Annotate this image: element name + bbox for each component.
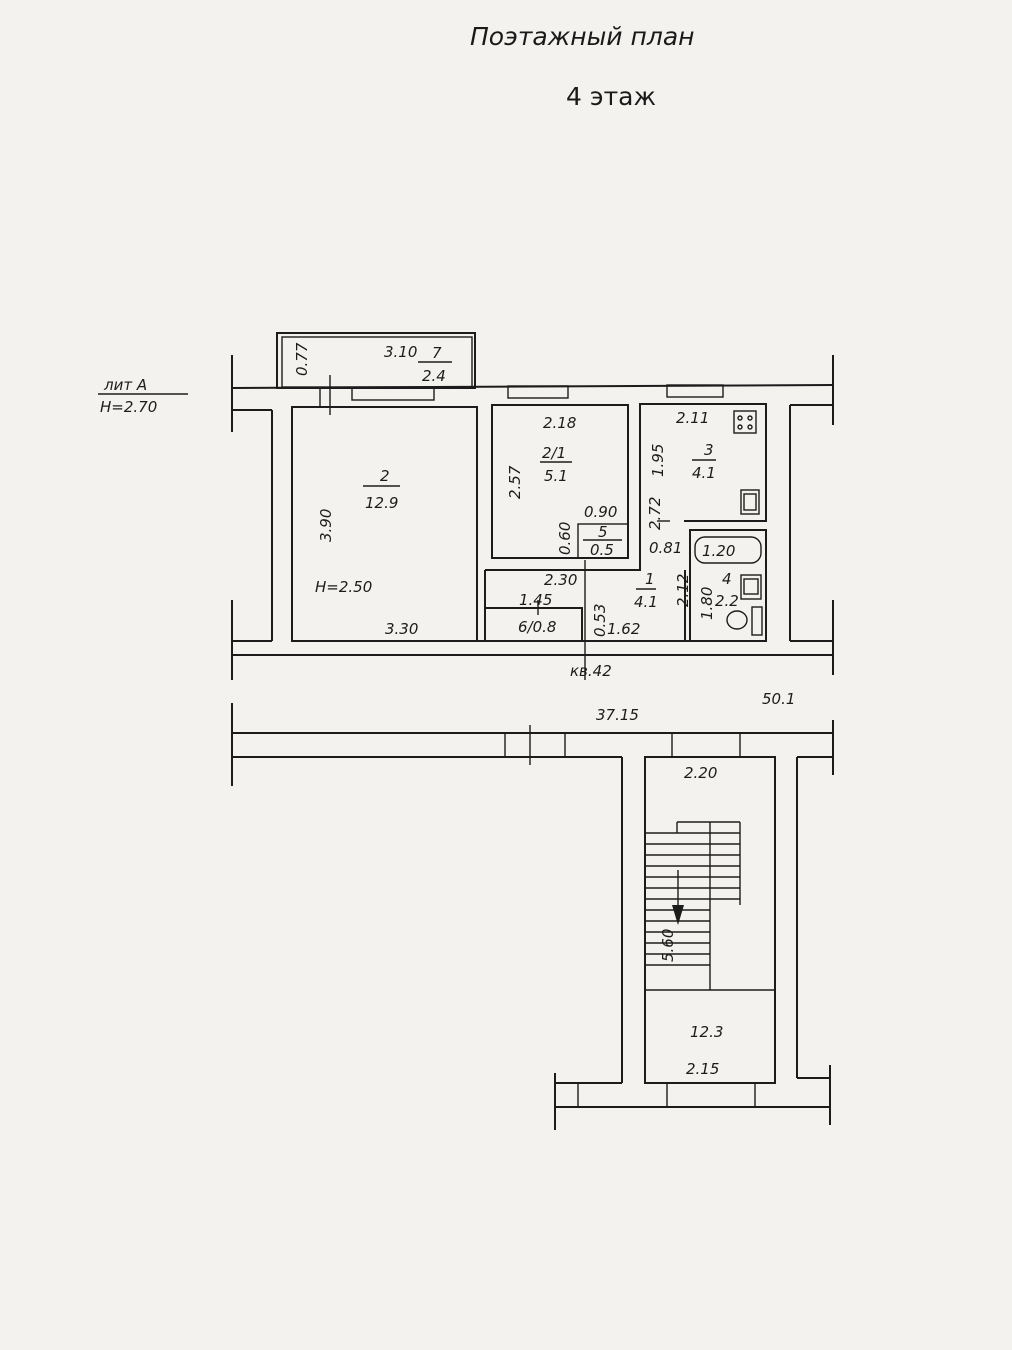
room-3-number: 3 bbox=[704, 441, 714, 459]
corridor-number: 1 bbox=[645, 570, 655, 588]
kitchen-sink-icon bbox=[740, 489, 760, 515]
corridor-area: 4.1 bbox=[634, 593, 658, 611]
stairwell-dim: 2.20 bbox=[684, 764, 717, 782]
plan-title: Поэтажный план bbox=[470, 22, 695, 51]
room-5-dim: 0.90 bbox=[584, 503, 617, 521]
balcony-dim: 3.10 bbox=[384, 343, 417, 361]
sink-icon bbox=[740, 574, 762, 600]
room-2-1-number: 2/1 bbox=[542, 444, 566, 462]
stove-icon bbox=[733, 410, 757, 434]
stairwell-dim: 2.15 bbox=[686, 1060, 719, 1078]
room-2-dim: 3.90 bbox=[317, 509, 335, 542]
room-4-dim: 1.80 bbox=[698, 587, 716, 620]
room-5-area: 0.5 bbox=[590, 541, 614, 559]
stairwell-area: 12.3 bbox=[690, 1023, 723, 1041]
room-6-label: 6/0.8 bbox=[518, 618, 556, 636]
room-3-dim: 2.11 bbox=[676, 409, 709, 427]
apartment-number: кв.42 bbox=[570, 662, 612, 680]
staircase bbox=[645, 821, 775, 991]
stairwell-walls bbox=[231, 703, 834, 1130]
room-4-outline bbox=[689, 529, 767, 642]
balcony-number: 7 bbox=[432, 344, 442, 362]
room-5-dim: 0.60 bbox=[556, 522, 574, 555]
corridor-dim: 2.30 bbox=[544, 571, 577, 589]
building-height: H=2.70 bbox=[100, 398, 157, 416]
bathtub-dim: 1.20 bbox=[702, 542, 735, 560]
room-2-height: H=2.50 bbox=[315, 578, 372, 596]
room-2-1-dim: 2.57 bbox=[506, 465, 524, 499]
corridor-dim: 0.81 bbox=[649, 539, 682, 557]
building-length: 37.15 bbox=[596, 706, 639, 724]
room-4-number: 4 bbox=[722, 570, 732, 588]
room-2-dim: 3.30 bbox=[385, 620, 418, 638]
apartment-walls bbox=[231, 332, 834, 680]
room-2-1-dim: 2.18 bbox=[543, 414, 576, 432]
room-2-area: 12.9 bbox=[365, 494, 398, 512]
room-2-outline bbox=[291, 406, 478, 642]
toilet-icon bbox=[726, 606, 763, 636]
room-3-area: 4.1 bbox=[692, 464, 716, 482]
room-5-number: 5 bbox=[598, 523, 608, 541]
stairwell-dim: 5.60 bbox=[659, 929, 677, 962]
room-3-dim: 1.95 bbox=[649, 444, 667, 477]
bathtub-icon bbox=[694, 536, 762, 564]
corridor-dim: 2.12 bbox=[674, 574, 692, 607]
corridor-dim: 1.62 bbox=[607, 620, 640, 638]
room-4-area: 2.2 bbox=[715, 592, 739, 610]
floor-label: 4 этаж bbox=[566, 82, 656, 111]
room-6-dim: 1.45 bbox=[519, 591, 552, 609]
room-2-number: 2 bbox=[380, 467, 390, 485]
room-2-1-outline bbox=[491, 404, 629, 559]
corridor-dim: 2.72 bbox=[646, 497, 664, 530]
corridor-dim: 0.53 bbox=[591, 604, 609, 637]
apartment-total-area: 50.1 bbox=[762, 690, 795, 708]
room-2-1-area: 5.1 bbox=[544, 467, 568, 485]
building-letter: лит А bbox=[103, 376, 147, 394]
balcony-dim: 0.77 bbox=[293, 342, 311, 376]
balcony-area: 2.4 bbox=[422, 367, 446, 385]
